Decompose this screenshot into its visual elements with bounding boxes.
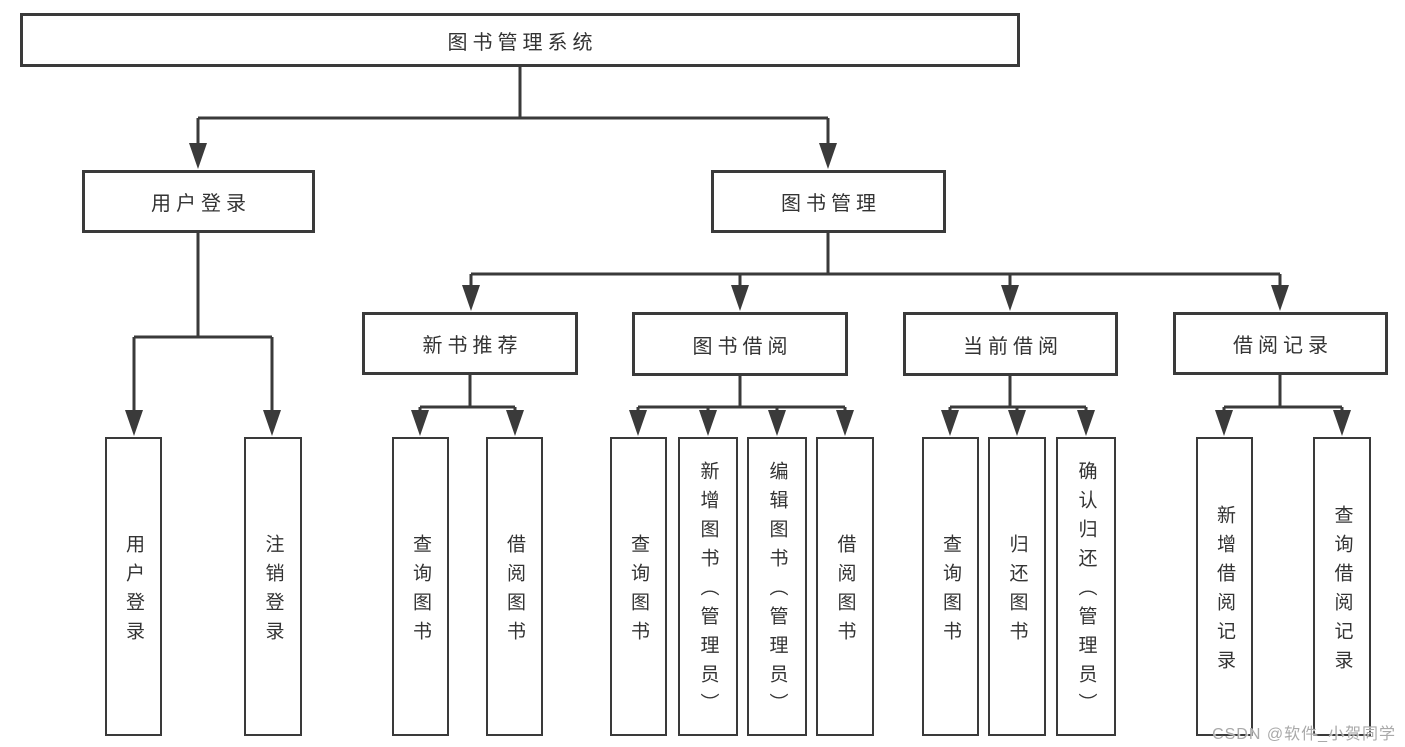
node-user-login: 用户登录 — [82, 170, 315, 233]
node-bb-add-book-admin: 新增图书（管理员） — [678, 437, 738, 736]
node-bb-edit-book-admin: 编辑图书（管理员） — [747, 437, 807, 736]
node-bb-borrow-book: 借阅图书 — [816, 437, 874, 736]
node-cb-confirm-return-admin: 确认归还（管理员） — [1056, 437, 1116, 736]
node-bb-query-book: 查询图书 — [610, 437, 667, 736]
node-cb-query-book: 查询图书 — [922, 437, 979, 736]
node-logout: 注销登录 — [244, 437, 302, 736]
node-nbr-borrow-book: 借阅图书 — [486, 437, 543, 736]
node-borrow-records: 借阅记录 — [1173, 312, 1388, 375]
node-current-borrowing: 当前借阅 — [903, 312, 1118, 376]
node-library-management-system: 图书管理系统 — [20, 13, 1020, 67]
node-login: 用户登录 — [105, 437, 162, 736]
node-br-query-record: 查询借阅记录 — [1313, 437, 1371, 736]
node-br-add-record: 新增借阅记录 — [1196, 437, 1253, 736]
node-new-book-recommend: 新书推荐 — [362, 312, 578, 375]
csdn-watermark: CSDN @软件_小贺同学 — [1212, 726, 1396, 743]
node-nbr-query-book: 查询图书 — [392, 437, 449, 736]
node-cb-return-book: 归还图书 — [988, 437, 1046, 736]
node-book-management: 图书管理 — [711, 170, 946, 233]
node-book-borrowing: 图书借阅 — [632, 312, 848, 376]
